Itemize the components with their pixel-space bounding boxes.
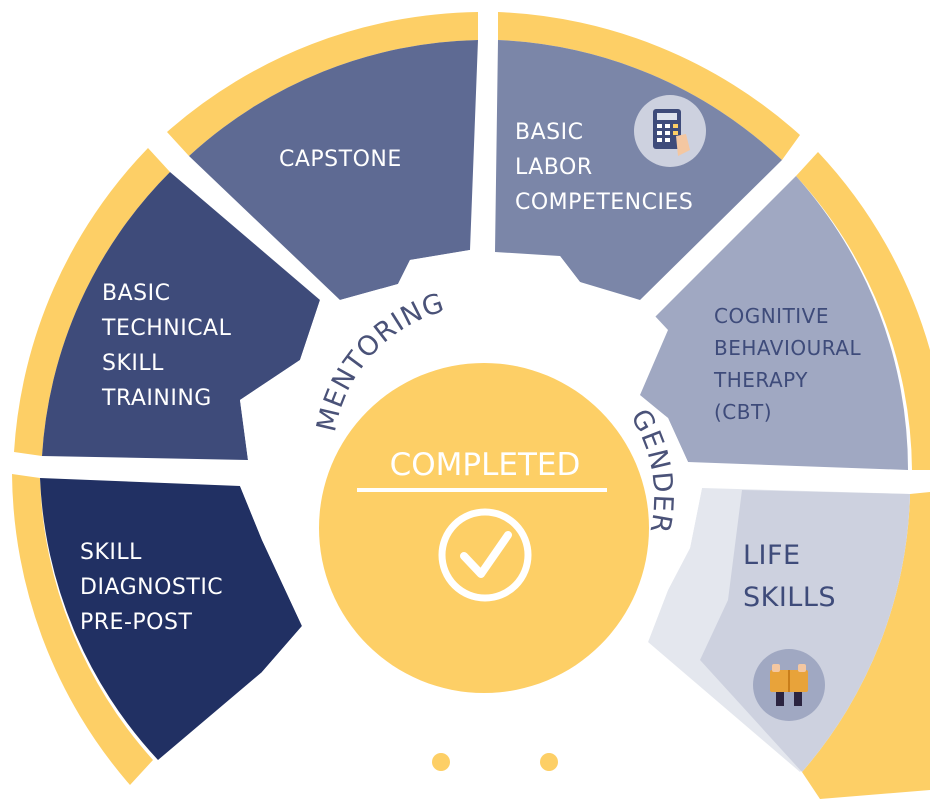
segment-label-life-skills: LIFE SKILLS — [743, 540, 836, 613]
calculator-icon — [634, 95, 706, 167]
ring-arc-cbt — [796, 152, 930, 470]
segment-basic-technical[interactable] — [42, 172, 320, 460]
segment-skill-diagnostic[interactable] — [40, 478, 302, 760]
segment-label-basic-technical: BASIC TECHNICAL SKILL TRAINING — [101, 281, 239, 411]
segment-life-skills[interactable] — [700, 490, 910, 772]
ring-arc-basic-technical — [14, 148, 170, 456]
segment-basic-labor[interactable] — [495, 40, 782, 300]
segment-label-skill-diagnostic: SKILL DIAGNOSTIC PRE-POST — [80, 540, 231, 635]
ring-arc-basic-labor — [498, 12, 800, 160]
segment-capstone[interactable] — [189, 40, 478, 300]
ring-arc-skill-diagnostic — [12, 474, 153, 785]
center-title-underline — [357, 488, 607, 492]
bottom-dot-left — [432, 753, 450, 771]
checkmark-circle-icon — [438, 508, 532, 602]
reading-book-icon — [753, 649, 825, 721]
ring-arc-life-skills — [802, 492, 930, 799]
segment-cbt[interactable] — [638, 176, 909, 470]
outer-ring — [12, 12, 930, 799]
segment-label-capstone: CAPSTONE — [279, 147, 402, 172]
ring-arc-capstone — [167, 12, 478, 156]
segment-label-basic-labor: BASIC LABOR COMPETENCIES — [515, 120, 693, 215]
wheel-segments — [40, 40, 910, 772]
center-circle — [319, 363, 649, 693]
segment-label-cbt: COGNITIVE BEHAVIOURAL THERAPY (CBT) — [713, 304, 868, 424]
bottom-dot-right — [540, 753, 558, 771]
center-title: COMPLETED — [390, 447, 581, 483]
